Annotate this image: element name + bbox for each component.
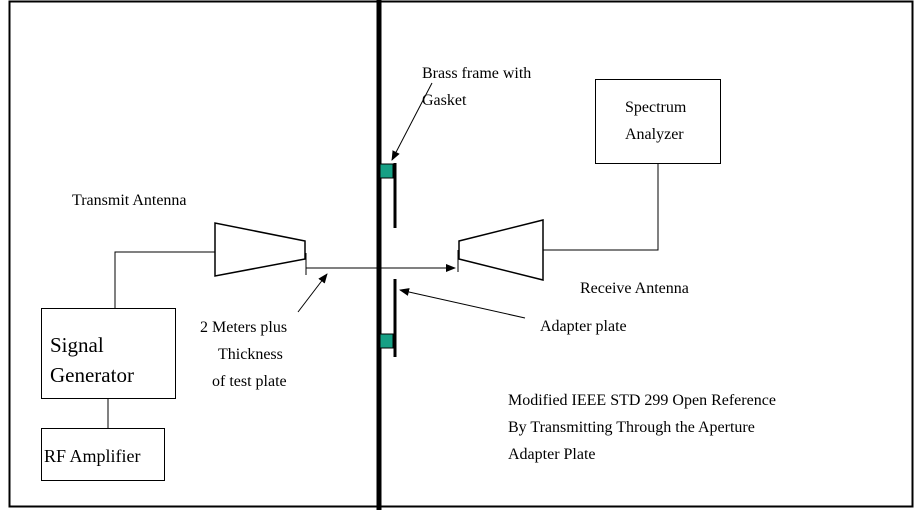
gasket-lower xyxy=(379,333,394,349)
caption-line3: Adapter Plate xyxy=(508,446,596,463)
brass-frame-label-line2: Gasket xyxy=(422,92,467,109)
spectrum-analyzer-label-line1: Spectrum xyxy=(625,99,687,116)
transmit-cable xyxy=(114,251,215,308)
transmit-antenna-label: Transmit Antenna xyxy=(72,192,187,209)
rf-amplifier-label: RF Amplifier xyxy=(44,446,141,466)
caption-line1: Modified IEEE STD 299 Open Reference xyxy=(508,392,776,409)
distance-label-line2: Thickness xyxy=(218,346,283,363)
adapter-plate-label: Adapter plate xyxy=(540,318,627,335)
gasket-upper xyxy=(379,163,394,179)
brass-frame-pointer xyxy=(391,82,433,161)
transmit-antenna-icon xyxy=(214,222,306,277)
receive-antenna-label: Receive Antenna xyxy=(580,280,689,297)
distance-label-line3: of test plate xyxy=(212,373,287,390)
rf-amplifier-box xyxy=(41,428,165,481)
distance-pointer xyxy=(297,273,328,313)
caption-line2: By Transmitting Through the Aperture xyxy=(508,419,755,436)
enclosure-border xyxy=(8,0,914,508)
adapter-plate-pointer xyxy=(399,288,526,319)
spectrum-analyzer-box xyxy=(595,79,721,164)
signal-generator-label-line1: Signal xyxy=(50,333,104,357)
spectrum-analyzer-label-line2: Analyzer xyxy=(625,126,684,143)
brass-frame-label-line1: Brass frame with xyxy=(422,65,531,82)
signal-generator-label-line2: Generator xyxy=(50,363,134,387)
receive-antenna-icon xyxy=(458,219,544,281)
distance-label-line1: 2 Meters plus xyxy=(200,319,287,336)
receive-cable xyxy=(543,163,659,251)
